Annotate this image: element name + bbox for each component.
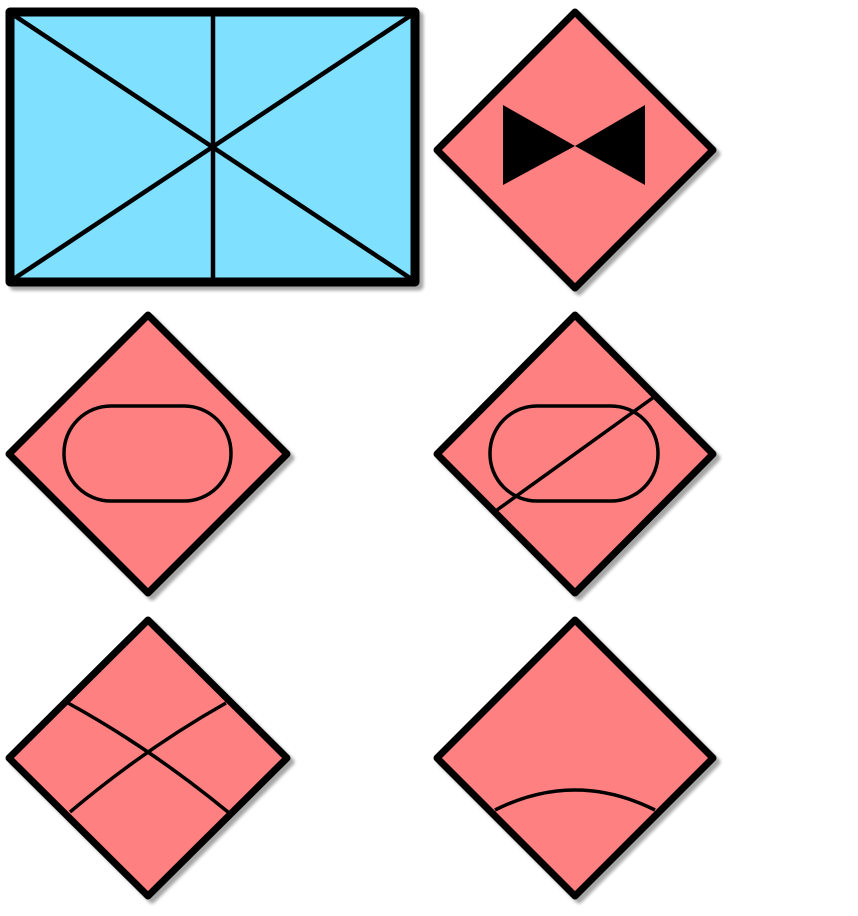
capsule-icon — [62, 404, 233, 503]
diamond-bowtie-symbol[interactable] — [433, 8, 717, 292]
rectangle-x-symbol[interactable] — [5, 7, 420, 287]
diamond-arc-symbol[interactable] — [433, 616, 717, 900]
capsule-icon — [488, 404, 660, 503]
slash-line — [495, 395, 656, 512]
cross-curve-b — [68, 701, 227, 814]
diamond-cross-symbol[interactable] — [5, 616, 291, 900]
diamond-capsule-slash-symbol[interactable] — [433, 311, 717, 597]
bottom-arc — [494, 788, 656, 812]
bowtie-icon — [503, 105, 645, 185]
diamond-capsule-symbol[interactable] — [5, 311, 291, 597]
